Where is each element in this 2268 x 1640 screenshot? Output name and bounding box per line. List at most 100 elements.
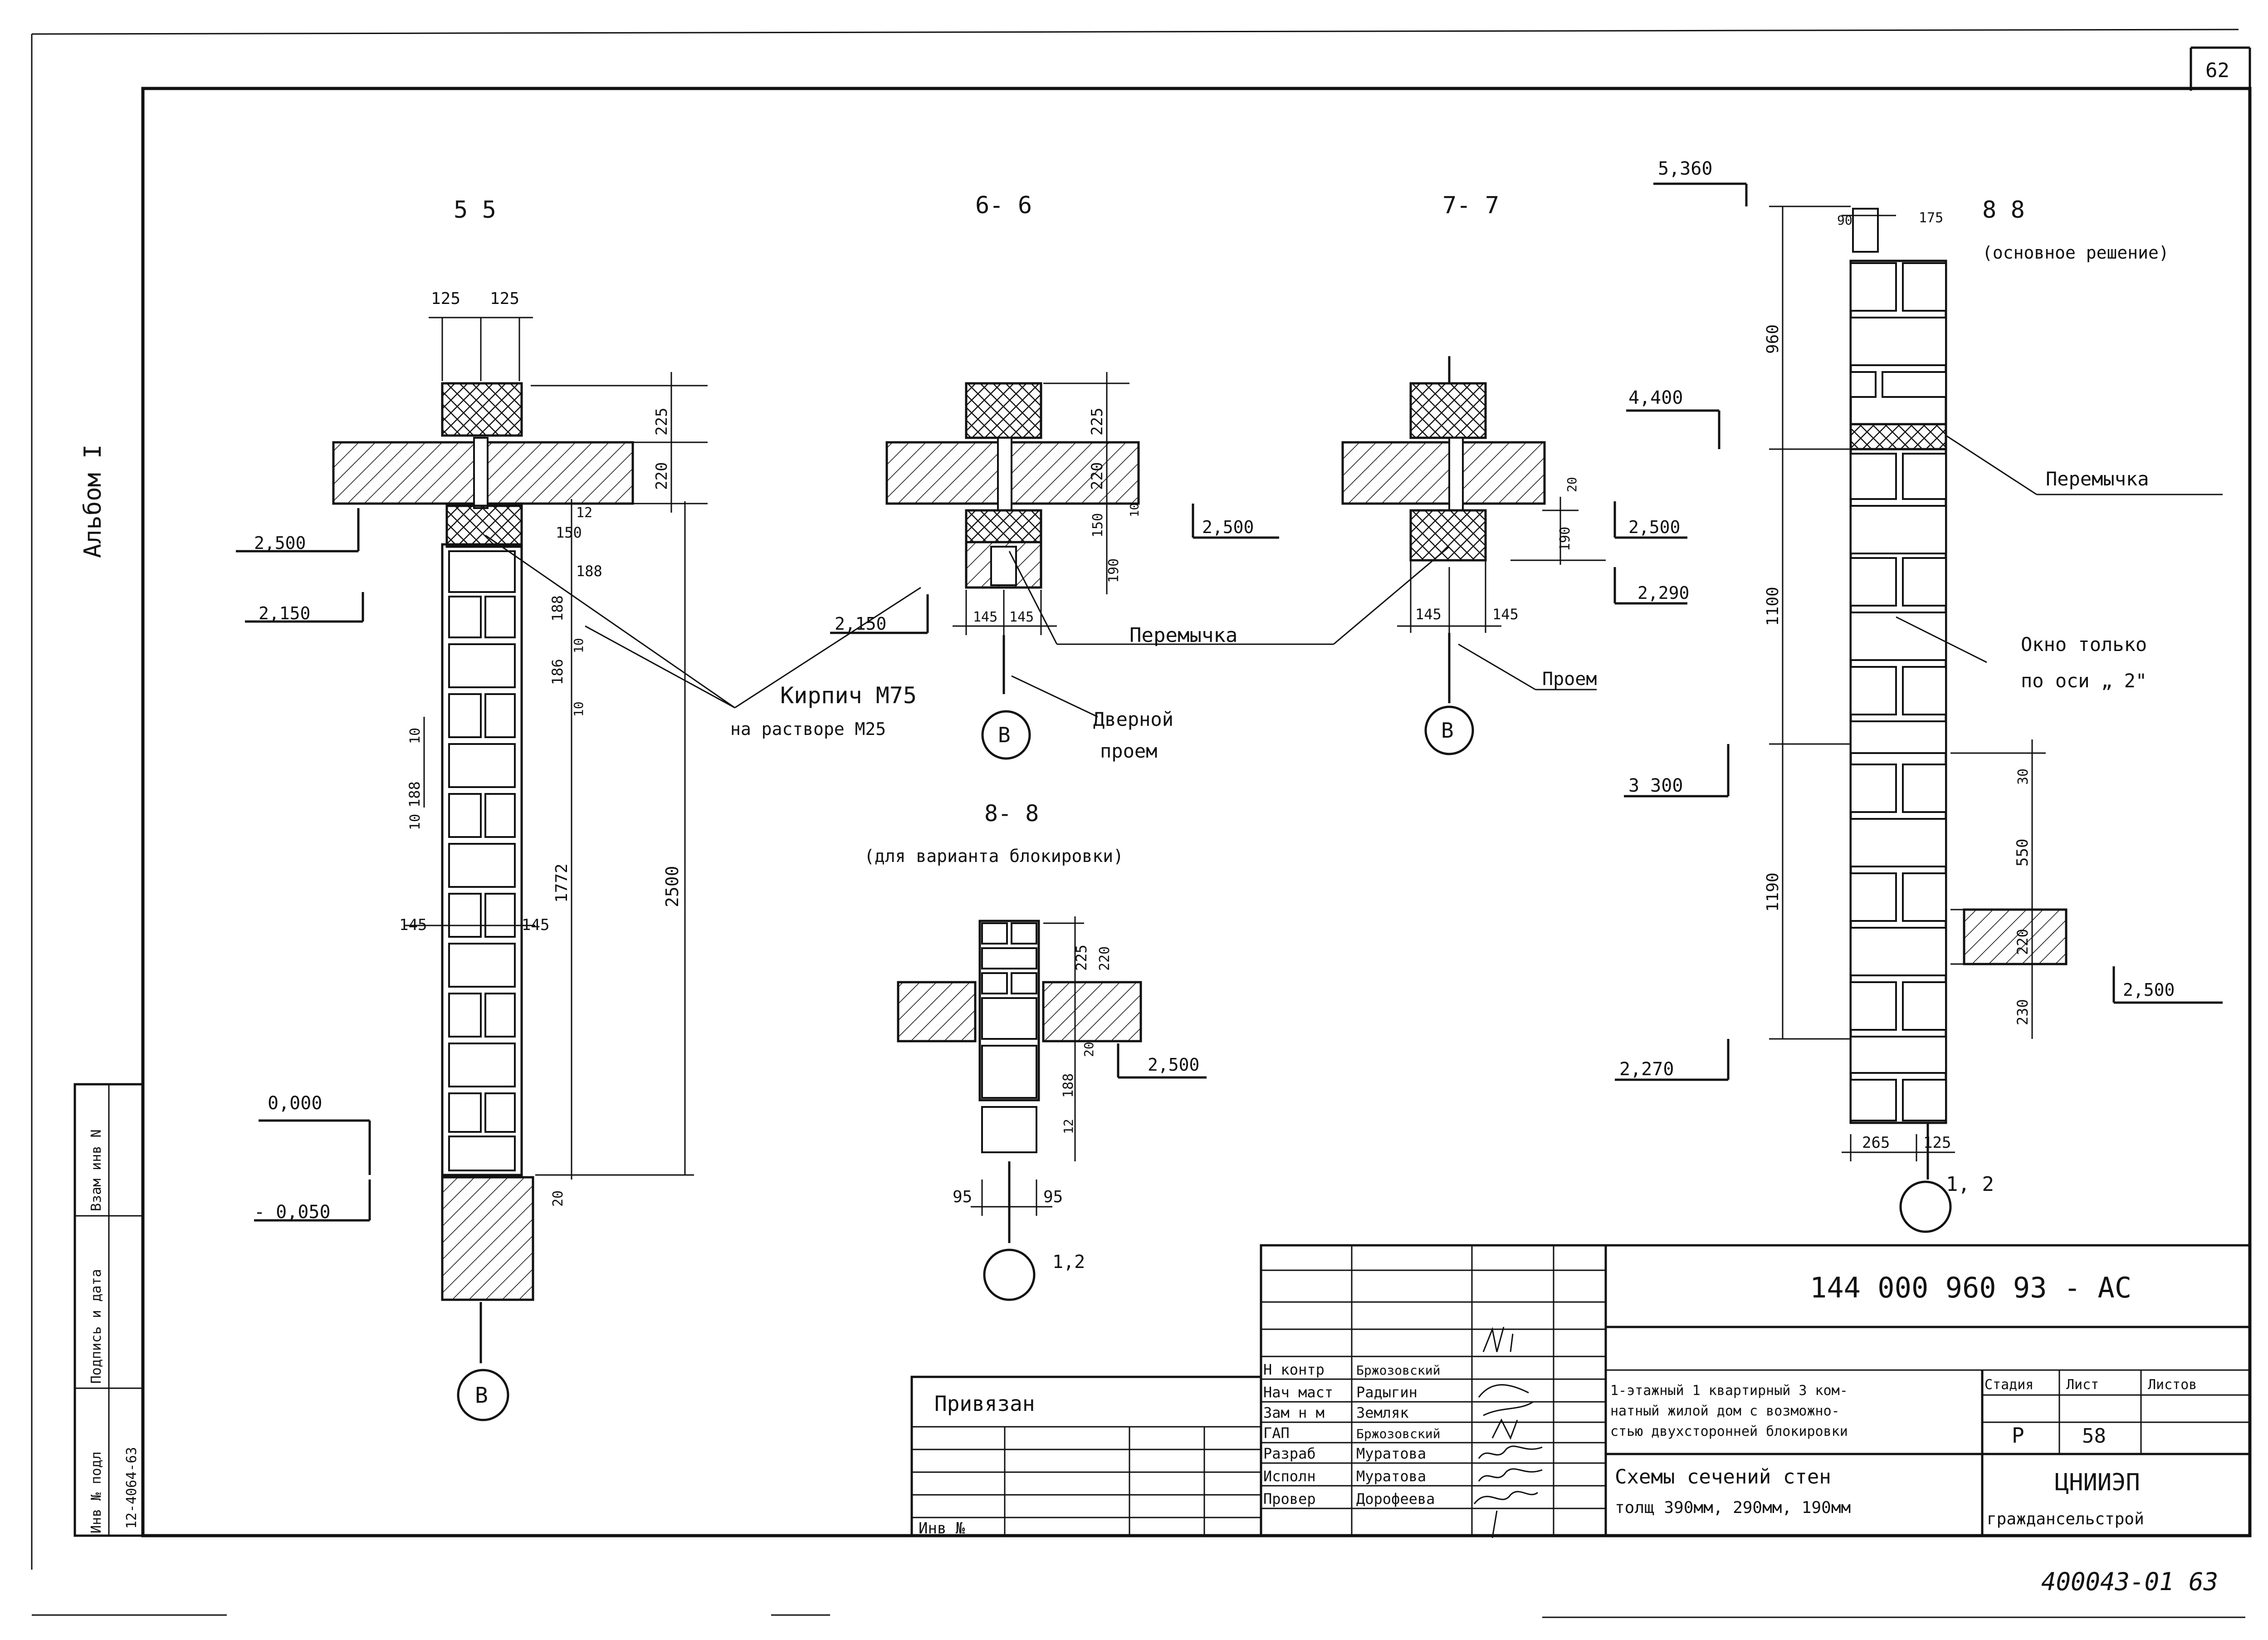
role-name: Бржозовский — [1356, 1363, 1440, 1378]
bottom-code: 400043-01 63 — [2041, 1567, 2218, 1596]
section-subtitle: (для варианта блокировки) — [864, 846, 1124, 866]
dim-text: 1772 — [552, 863, 571, 903]
signatures — [1473, 1327, 1543, 1538]
note-text: Дверной — [1093, 708, 1173, 730]
level-mark: 3 300 — [1628, 775, 1683, 796]
level-mark: 2,290 — [1637, 583, 1689, 603]
dim-text: 230 — [2014, 999, 2031, 1025]
brick-courses — [448, 550, 516, 1171]
section-6-6: 6- 6 145 145 B 225 220 150 190 10 2,500 … — [830, 192, 1279, 762]
project-line-3: стью двухсторонней блокировки — [1610, 1424, 1848, 1439]
callout-lintel: Перемычка — [1008, 546, 1450, 647]
level-mark: 2,500 — [1202, 517, 1254, 537]
side-stamp-label-3: Взам инв N — [88, 1129, 104, 1211]
section-8-8-main: 8 8 (основное решение) 1, 2 — [1615, 158, 2223, 1233]
dim-text: 150 — [556, 524, 582, 541]
project-line-1: 1-этажный 1 квартирный 3 ком- — [1610, 1383, 1848, 1399]
doc-code: 144 000 960 93 - АС — [1810, 1271, 2131, 1304]
dim-text: 186 — [549, 659, 566, 685]
stage-label: Стадия — [1984, 1377, 2033, 1393]
level-mark: 2,500 — [254, 533, 306, 553]
dim-text: 12 — [576, 505, 592, 521]
org-line-2: граждансельстрой — [1987, 1510, 2144, 1528]
level-mark: 0,000 — [268, 1093, 322, 1114]
dim-text: 145 — [1009, 609, 1034, 625]
dim-text: 960 — [1764, 324, 1782, 354]
side-stamp — [73, 1083, 144, 1537]
dim-text: 20 — [550, 1190, 566, 1207]
dim-text: 1100 — [1764, 587, 1782, 626]
dim-text: 10 — [1128, 503, 1142, 517]
dim-text: 145 — [399, 916, 427, 934]
axis-label: B — [1441, 718, 1454, 743]
level-mark: 2,500 — [2123, 980, 2175, 1000]
dim-text: 190 — [1106, 558, 1122, 583]
callout-text: Перемычка — [1129, 624, 1237, 647]
level-mark: 2,500 — [1628, 517, 1680, 537]
section-title: 6- 6 — [975, 192, 1032, 219]
role-name: Муратова — [1356, 1445, 1426, 1462]
side-stamp-inv-value: 12-4064-63 — [124, 1447, 140, 1529]
section-subtitle: (основное решение) — [1982, 243, 2169, 263]
sheet-value: 58 — [2082, 1425, 2106, 1448]
dim-text: 1190 — [1764, 872, 1782, 912]
dim-text: 188 — [576, 563, 602, 580]
dim-text: 220 — [2014, 929, 2031, 955]
dim-text: 188 — [406, 781, 423, 808]
dim-text: 190 — [1557, 527, 1573, 551]
note-text: по оси „ 2" — [2021, 670, 2147, 692]
dim-text: 20 — [1564, 477, 1579, 492]
project-line-2: натный жилой дом с возможно- — [1610, 1403, 1840, 1419]
section-8-8-block: 8- 8 (для варианта блокировки) 1,2 225 2… — [864, 800, 1207, 1301]
role-name: Бржозовский — [1356, 1426, 1440, 1441]
dim-text: 95 — [953, 1188, 972, 1206]
dim-text: 12 — [1061, 1119, 1076, 1134]
sheet-title-2: толщ 390мм, 290мм, 190мм — [1615, 1498, 1851, 1517]
dim-text: 145 — [973, 609, 997, 625]
level-mark: 2,500 — [1148, 1055, 1199, 1075]
inv-label: Инв № — [919, 1519, 965, 1537]
bound-label: Привязан — [934, 1391, 1035, 1416]
dim-text: 125 — [431, 289, 460, 308]
axis-label: 1, 2 — [1946, 1173, 1994, 1196]
role-label: Зам н м — [1263, 1404, 1325, 1421]
level-mark: 2,150 — [259, 603, 310, 623]
dim-text: 175 — [1919, 210, 1943, 226]
stage-value: Р — [2012, 1423, 2024, 1448]
dim-text: 225 — [1073, 945, 1090, 971]
role-name: Муратова — [1356, 1468, 1426, 1485]
level-mark: 2,150 — [835, 614, 886, 634]
role-label: Нач маст — [1263, 1384, 1333, 1401]
album-label: Альбом I — [79, 445, 107, 558]
note-text: Перемычка — [2046, 468, 2149, 490]
sheets-label: Листов — [2148, 1377, 2197, 1393]
dim-text: 10 — [571, 701, 586, 717]
level-mark: - 0,050 — [254, 1202, 331, 1223]
level-mark: 2,270 — [1619, 1059, 1674, 1080]
title-block — [910, 1244, 2251, 1537]
callout-brick: Кирпич М75 на растворе М25 — [485, 534, 921, 739]
note-text: Проем — [1542, 669, 1597, 690]
dim-text: 225 — [1088, 408, 1106, 436]
dim-text: 30 — [2015, 769, 2031, 785]
dim-text: 125 — [1923, 1134, 1951, 1152]
dim-text: 265 — [1862, 1134, 1890, 1152]
callout-text: на растворе М25 — [730, 719, 886, 739]
role-label: Разраб — [1263, 1445, 1316, 1462]
dim-text: 188 — [1061, 1073, 1076, 1098]
section-5-5: 5 5 B — [236, 196, 708, 1421]
section-title: 8 8 — [1982, 196, 2025, 224]
role-name: Дорофеева — [1356, 1490, 1435, 1508]
brick-courses — [1849, 262, 1947, 1121]
role-label: Исполн — [1263, 1468, 1316, 1485]
dim-text: 20 — [1081, 1042, 1096, 1057]
dim-text: 188 — [549, 595, 566, 622]
sheet-title-1: Схемы сечений стен — [1615, 1465, 1831, 1488]
dim-text: 125 — [490, 289, 519, 308]
dim-text: 90 — [1837, 213, 1853, 228]
section-title: 5 5 — [454, 196, 496, 224]
role-label: Н контр — [1263, 1361, 1325, 1378]
dim-text: 2500 — [662, 866, 682, 907]
role-name: Радыгин — [1356, 1384, 1418, 1401]
